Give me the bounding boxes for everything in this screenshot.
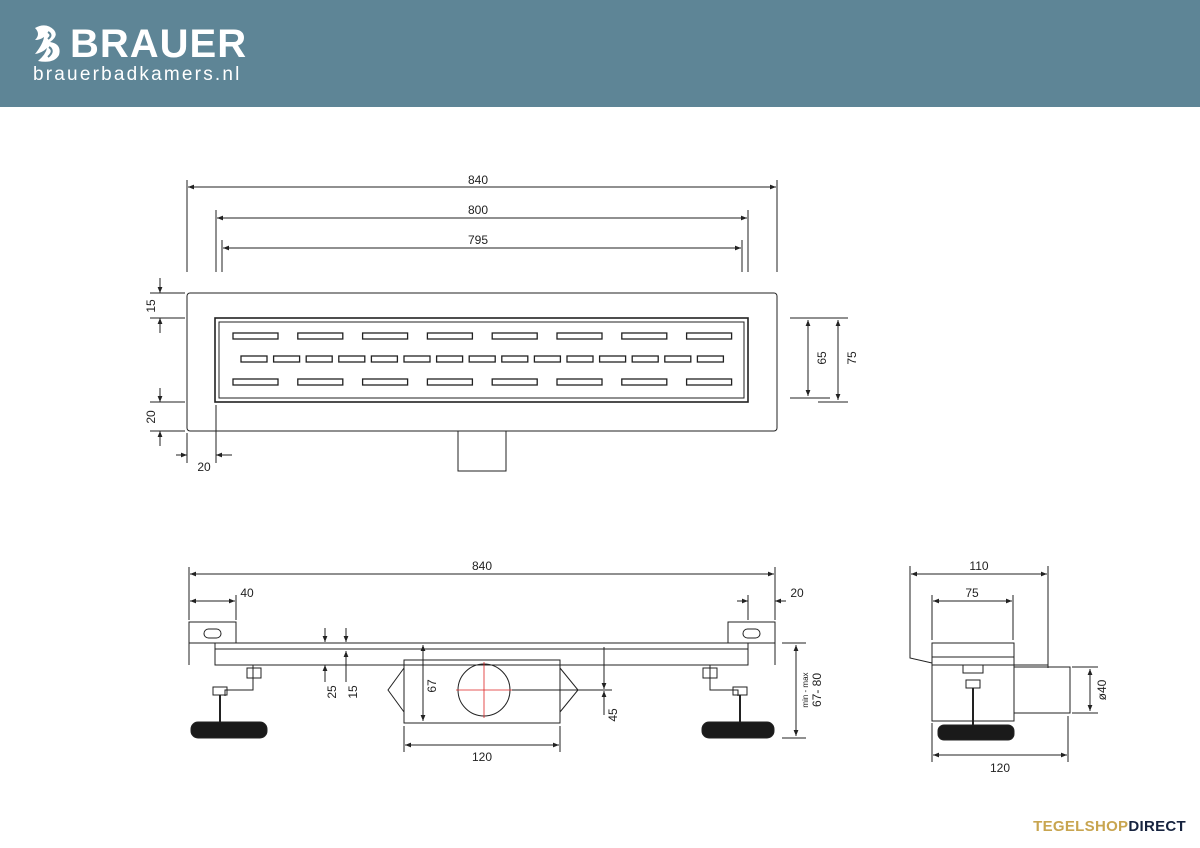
mounting-bracket-left xyxy=(188,621,237,665)
bracket-slot-left xyxy=(203,628,222,639)
top-view xyxy=(150,180,848,472)
grate-slot xyxy=(426,332,474,340)
dim-label-slot-length: 795 xyxy=(468,233,488,247)
brand-url[interactable]: brauerbadkamers.nl xyxy=(33,64,242,85)
grate-slot xyxy=(556,378,603,386)
grate-slot xyxy=(696,355,725,363)
dim-label-end-inner-width: 75 xyxy=(965,586,979,600)
end-view xyxy=(909,566,1098,762)
dim-label-end-width: 110 xyxy=(969,559,988,573)
grate-slot xyxy=(272,355,301,363)
mounting-bracket-right xyxy=(727,621,776,665)
grate-slot xyxy=(338,355,366,363)
grate-slot xyxy=(305,355,333,363)
dim-label-inner-height: 65 xyxy=(815,351,829,365)
grate-slot xyxy=(501,355,529,363)
outlet-pipe-top-view xyxy=(457,430,507,472)
grate-slot xyxy=(631,355,659,363)
grate-slot xyxy=(491,332,538,340)
grate-slot xyxy=(426,378,474,386)
dim-label-flange-side: 20 xyxy=(197,460,211,474)
dim-label-outlet-diameter: ø40 xyxy=(1095,679,1109,700)
grate-slot xyxy=(232,378,279,386)
grate-slot xyxy=(664,355,692,363)
dim-label-end-base-width: 120 xyxy=(990,761,1010,775)
end-leveling-foot xyxy=(937,724,1015,741)
footer-brand-logo[interactable]: TEGELSHOPDIRECT xyxy=(1033,818,1186,835)
grate-inner xyxy=(218,321,745,399)
grate-slot xyxy=(685,378,733,386)
bracket-slot-right xyxy=(742,628,761,639)
brand-name: BRAUER xyxy=(70,22,248,66)
leveling-foot-left xyxy=(190,721,268,739)
grate-slot xyxy=(533,355,562,363)
drain-channel-side xyxy=(214,642,749,666)
header-bar: BRAUER brauerbadkamers.nl xyxy=(0,0,1200,107)
brand-logo[interactable]: BRAUER xyxy=(32,22,247,66)
grate-slot xyxy=(621,378,668,386)
dim-label-bracket-left: 40 xyxy=(240,586,254,600)
grate-slot xyxy=(240,355,268,363)
grate-slot xyxy=(685,332,733,340)
dim-label-flange-top: 15 xyxy=(144,299,158,313)
grate-slot xyxy=(297,332,344,340)
brauer-logo-icon xyxy=(35,25,60,62)
grate-slot xyxy=(566,355,594,363)
grate-slot xyxy=(621,332,668,340)
dim-label-outlet-offset: 45 xyxy=(606,708,620,722)
dim-label-total-height: 75 xyxy=(845,351,859,365)
grate-slot xyxy=(370,355,399,363)
grate-slot xyxy=(468,355,496,363)
dim-label-side-length: 840 xyxy=(472,559,492,573)
dim-label-flange-bottom: 20 xyxy=(144,410,158,424)
footer-brand-part2: DIRECT xyxy=(1128,818,1186,835)
dim-label-body-width: 120 xyxy=(472,750,492,764)
grate-slot xyxy=(435,355,464,363)
grate-slot xyxy=(403,355,431,363)
end-flange xyxy=(909,625,933,664)
grate-slots xyxy=(232,332,733,386)
dim-label-bracket-right: 20 xyxy=(790,586,804,600)
side-view xyxy=(188,567,806,752)
grate-slot xyxy=(598,355,627,363)
grate-slot xyxy=(232,332,279,340)
dim-label-depth-15: 15 xyxy=(346,685,360,699)
dim-label-total-length: 840 xyxy=(468,173,488,187)
dim-label-depth-25: 25 xyxy=(325,685,339,699)
grate-slot xyxy=(297,378,344,386)
leveling-foot-right xyxy=(701,721,775,739)
grate-outer xyxy=(214,317,749,403)
grate-slot xyxy=(491,378,538,386)
dim-label-adjust-range-caption: min - max xyxy=(801,672,810,707)
end-outlet-pipe xyxy=(1013,666,1071,714)
outlet-body xyxy=(403,659,561,724)
footer-brand-part1: TEGELSHOP xyxy=(1033,818,1129,835)
dim-label-adjust-range: 67- 80 xyxy=(810,673,824,707)
grate-slot xyxy=(361,378,409,386)
dim-label-body-height: 67 xyxy=(425,679,439,693)
dim-label-grate-length: 800 xyxy=(468,203,488,217)
grate-slot xyxy=(556,332,603,340)
grate-slot xyxy=(361,332,409,340)
